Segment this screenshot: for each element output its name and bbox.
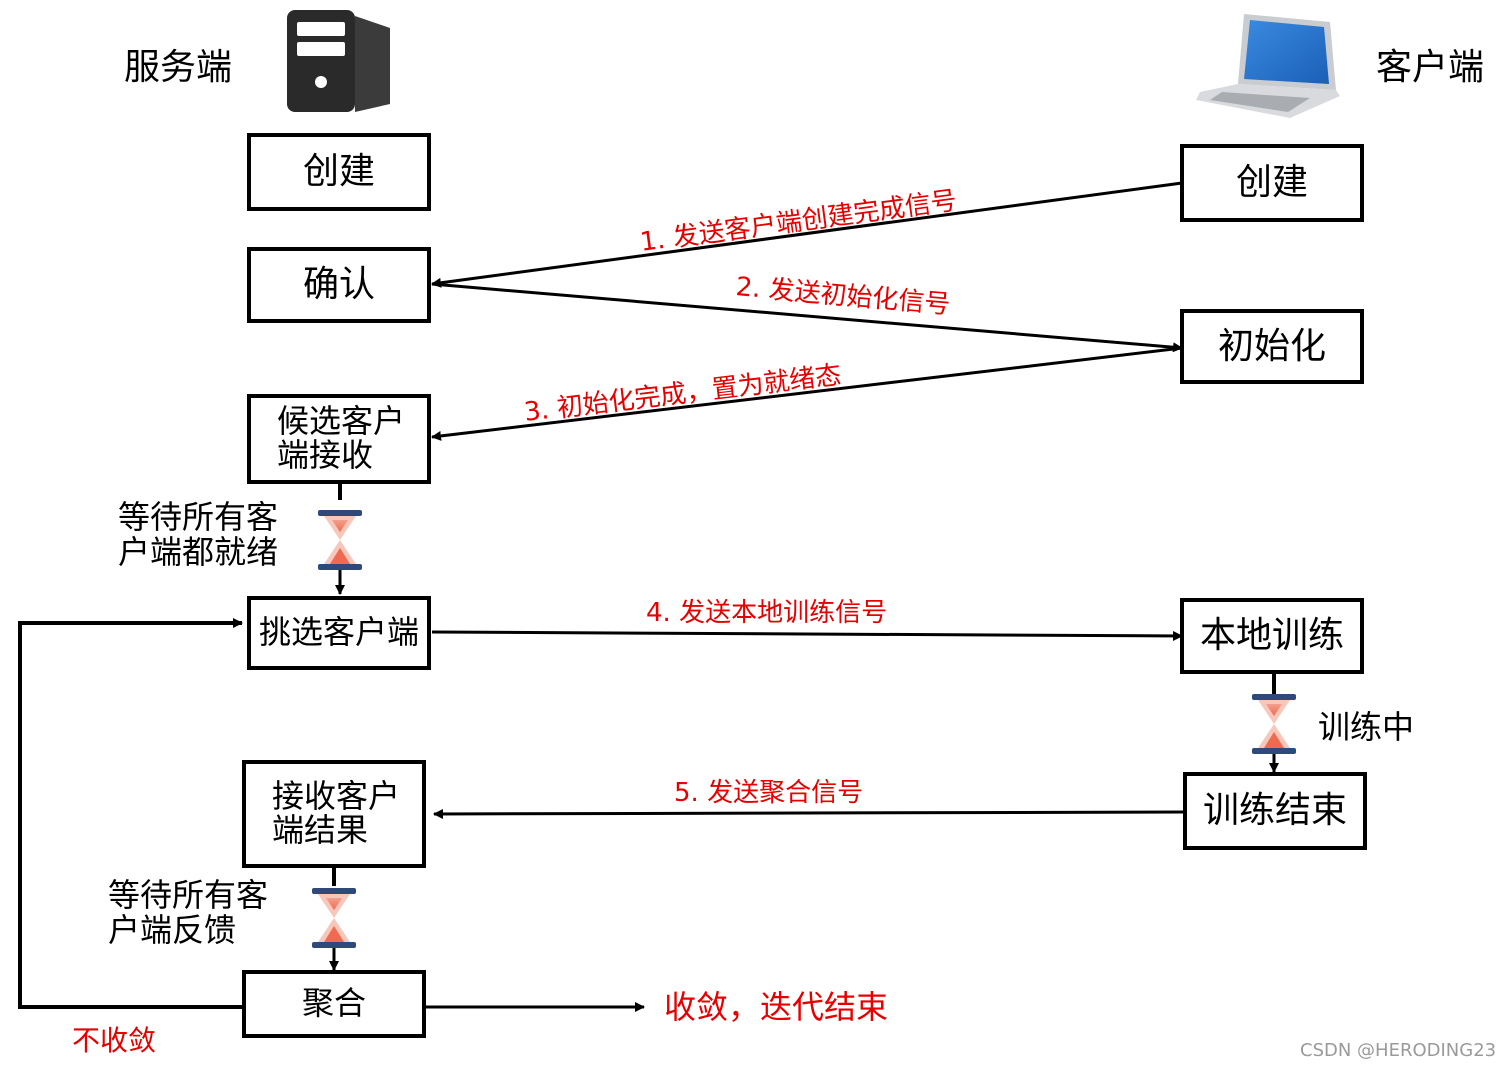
server-receive-box: 接收客户 端结果	[242, 760, 426, 868]
message-line-4	[431, 630, 1183, 641]
client-train-box: 本地训练	[1180, 598, 1364, 674]
message-line-2	[431, 282, 1183, 353]
server-candidate-box: 候选客户 端接收	[247, 394, 431, 484]
message-line-1	[431, 181, 1183, 288]
loop-back-arrow	[18, 618, 244, 1009]
server-aggregate-box: 聚合	[242, 970, 426, 1038]
watermark: CSDN @HERODING23	[1300, 1040, 1497, 1061]
hourglass-icon	[318, 510, 362, 570]
server-icon	[287, 10, 390, 112]
converged-label: 收敛，迭代结束	[664, 988, 889, 1026]
client-create-box: 创建	[1180, 144, 1364, 222]
server-select-box: 挑选客户端	[247, 596, 431, 670]
wait-feedback-label: 等待所有客 户端反馈	[108, 876, 269, 950]
hourglass-icon	[1252, 694, 1296, 754]
message-4-label: 4. 发送本地训练信号	[646, 598, 888, 628]
server-create-box: 创建	[247, 133, 431, 211]
message-5-label: 5. 发送聚合信号	[674, 778, 864, 808]
training-label: 训练中	[1318, 708, 1415, 746]
hourglass-icon	[312, 888, 356, 948]
client-train-end-box: 训练结束	[1183, 772, 1367, 850]
message-line-5	[433, 808, 1187, 819]
client-title: 客户端	[1376, 47, 1485, 88]
wait-all-ready-label: 等待所有客 户端都就绪	[118, 498, 279, 572]
message-line-3	[431, 346, 1183, 441]
server-confirm-box: 确认	[247, 247, 431, 323]
laptop-icon	[1196, 14, 1340, 118]
client-init-box: 初始化	[1180, 309, 1364, 384]
not-converged-label: 不收敛	[72, 1024, 157, 1057]
server-title: 服务端	[124, 47, 233, 88]
